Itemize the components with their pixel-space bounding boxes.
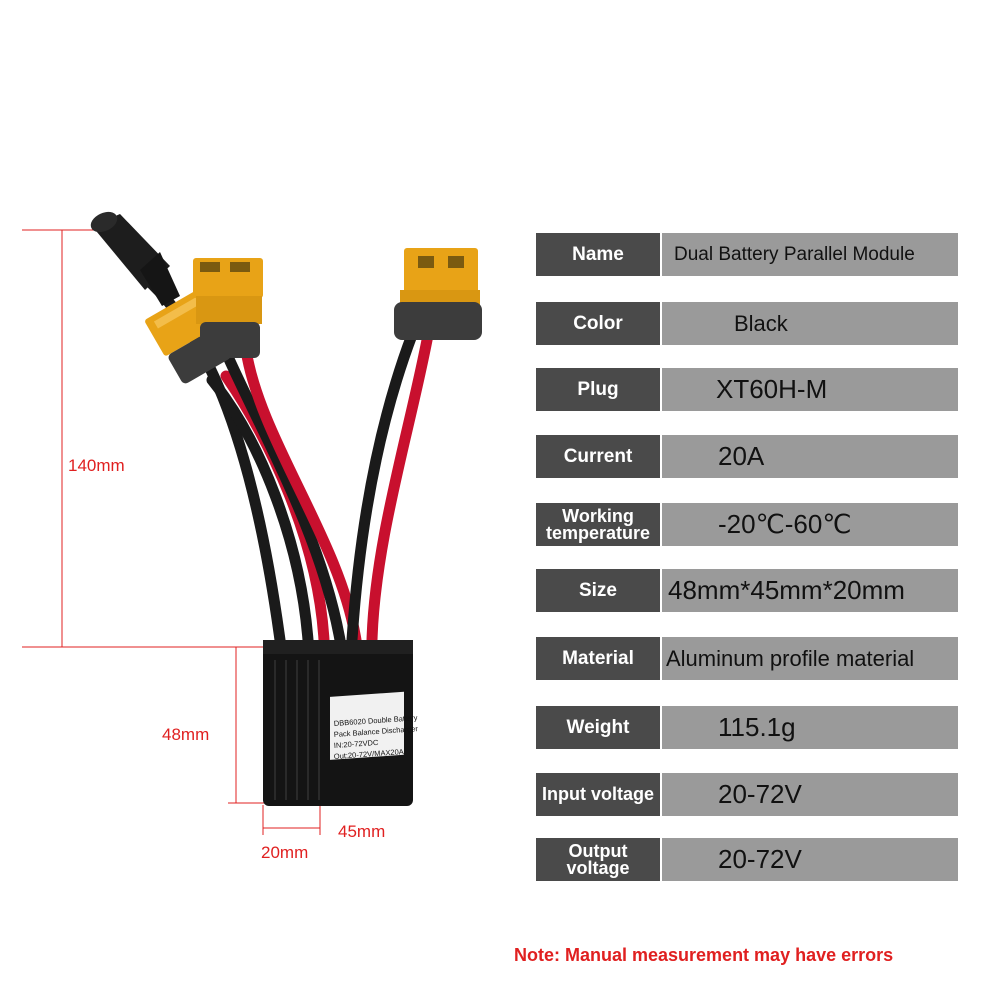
measurement-note: Note: Manual measurement may have errors [514, 945, 894, 965]
spec-value-color: Black [662, 302, 958, 345]
spec-value-size: 48mm*45mm*20mm [662, 569, 958, 612]
xt60-connector-right [394, 248, 482, 340]
spec-row-color: Color Black [536, 302, 960, 345]
spec-value-weight: 115.1g [662, 706, 958, 749]
dc-jack-connector [90, 211, 180, 306]
spec-label-working-temperature-line-2: temperature [545, 522, 651, 543]
spec-row-material: Material Aluminum profile material [536, 637, 960, 680]
spec-row-name: Name Dual Battery Parallel Module [536, 233, 960, 276]
spec-row-current: Current 20A [536, 435, 960, 478]
spec-row-plug: Plug XT60H-M [536, 368, 960, 411]
product-label-line-3: IN:20-72VDC [334, 738, 380, 750]
dimension-height-label: 140mm [68, 456, 125, 475]
spec-label-current: Current [536, 435, 660, 478]
dimension-width-label: 45mm [338, 822, 386, 841]
dimension-box-height-label: 48mm [162, 725, 210, 744]
spec-label-weight: Weight [536, 706, 660, 749]
spec-label-input-voltage: Input voltage [536, 773, 660, 816]
dimension-depth-label: 20mm [261, 843, 309, 862]
spec-label-color: Color [536, 302, 660, 345]
spec-label-working-temperature-line-1: Working [562, 505, 634, 526]
spec-value-current: 20A [662, 435, 958, 478]
dimension-lines [22, 229, 321, 835]
product-label-sticker [330, 691, 404, 760]
spec-label-material: Material [536, 637, 660, 680]
spec-label-output-voltage-line-2: voltage [566, 857, 630, 878]
spec-label-size: Size [536, 569, 660, 612]
spec-label-output-voltage: Output voltage [536, 838, 660, 881]
spec-row-output-voltage: Output voltage 20-72V [536, 838, 960, 881]
spec-row-weight: Weight 115.1g [536, 706, 960, 749]
spec-value-plug: XT60H-M [662, 368, 958, 411]
spec-label-working-temperature: Working temperature [536, 503, 660, 546]
spec-label-plug: Plug [536, 368, 660, 411]
spec-row-working-temperature: Working temperature -20℃-60℃ [536, 503, 960, 546]
product-image: DBB6020 Double Battery Pack Balance Disc… [22, 211, 482, 835]
spec-value-name: Dual Battery Parallel Module [662, 233, 958, 276]
spec-row-input-voltage: Input voltage 20-72V [536, 773, 960, 816]
spec-row-size: Size 48mm*45mm*20mm [536, 569, 960, 612]
product-illustration: DBB6020 Double Battery Pack Balance Disc… [22, 211, 482, 835]
spec-label-output-voltage-line-1: Output [568, 840, 628, 861]
spec-label-name: Name [536, 233, 660, 276]
xt60-connector-middle [193, 258, 263, 358]
module-box: DBB6020 Double Battery Pack Balance Disc… [263, 640, 419, 806]
spec-value-material: Aluminum profile material [662, 637, 958, 680]
spec-value-working-temperature: -20℃-60℃ [662, 503, 958, 546]
wires [144, 276, 434, 646]
spec-value-output-voltage: 20-72V [662, 838, 958, 881]
spec-value-input-voltage: 20-72V [662, 773, 958, 816]
